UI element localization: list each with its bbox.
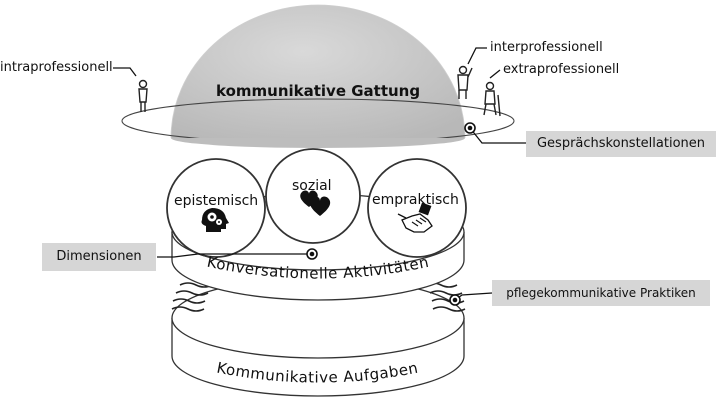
- leader-lines: [113, 47, 527, 301]
- person-inter-figure: [457, 65, 473, 99]
- label-epistemisch: epistemisch: [174, 193, 259, 209]
- callout-gespraechskonstellationen: Gesprächskonstellationen: [526, 131, 716, 157]
- callout-pflegekommunikative-praktiken: pflegekommunikative Praktiken: [492, 280, 710, 306]
- dome-label: kommunikative Gattung: [216, 82, 421, 100]
- label-empraktisch: empraktisch: [372, 192, 459, 208]
- marker-dimensionen: [306, 248, 318, 260]
- head-gears-icon: [201, 208, 229, 232]
- circle-empraktisch: [367, 158, 467, 258]
- person-extra-figure: [483, 81, 501, 117]
- marker-praktiken: [449, 294, 461, 306]
- callout-dimensionen: Dimensionen: [42, 243, 156, 271]
- dome-kommunikative-gattung: [121, 4, 515, 148]
- two-hearts-icon: [300, 190, 331, 216]
- label-extraprofessionell: extraprofessionell: [503, 62, 620, 77]
- label-intraprofessionell: intraprofessionell: [0, 60, 113, 75]
- label-interprofessionell: interprofessionell: [490, 40, 603, 55]
- marker-gespraech: [464, 122, 476, 134]
- person-intra-figure: [138, 79, 148, 112]
- circle-epistemisch: [166, 158, 266, 258]
- handshake-icon: [397, 202, 433, 233]
- label-sozial: sozial: [292, 178, 332, 194]
